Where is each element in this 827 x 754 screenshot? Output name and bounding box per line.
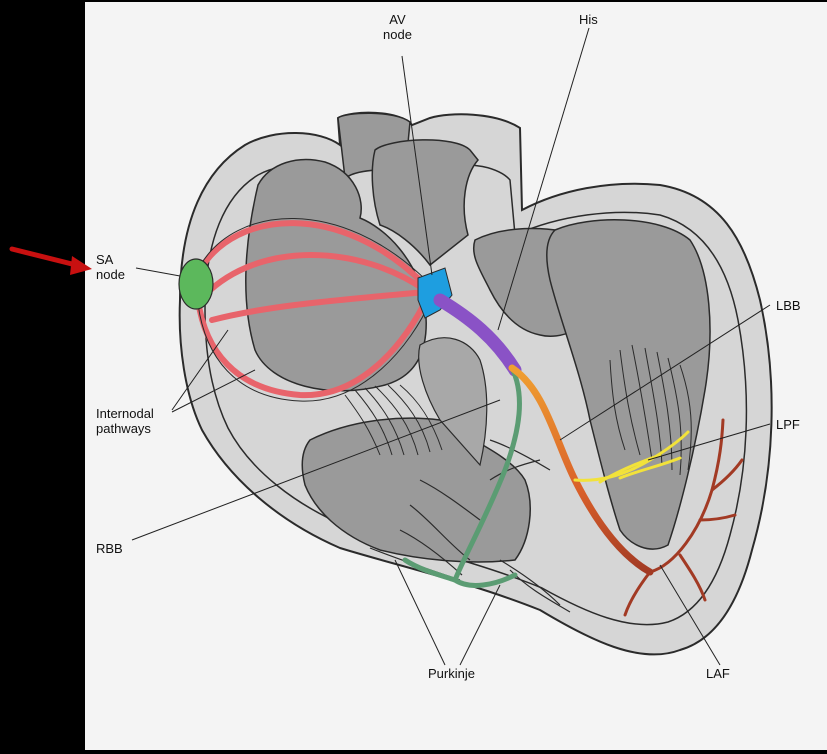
sa-node bbox=[179, 259, 213, 309]
internodal-pathways-label: Internodal pathways bbox=[96, 406, 154, 436]
red-arrow-icon bbox=[12, 249, 92, 275]
his-label: His bbox=[579, 12, 598, 27]
lpf-label: LPF bbox=[776, 417, 800, 432]
lbb-label: LBB bbox=[776, 298, 801, 313]
av-node-label: AV node bbox=[383, 12, 412, 42]
purkinje-label: Purkinje bbox=[428, 666, 475, 681]
rbb-label: RBB bbox=[96, 541, 123, 556]
laf-label: LAF bbox=[706, 666, 730, 681]
sa-node-label: SA node bbox=[96, 252, 125, 282]
